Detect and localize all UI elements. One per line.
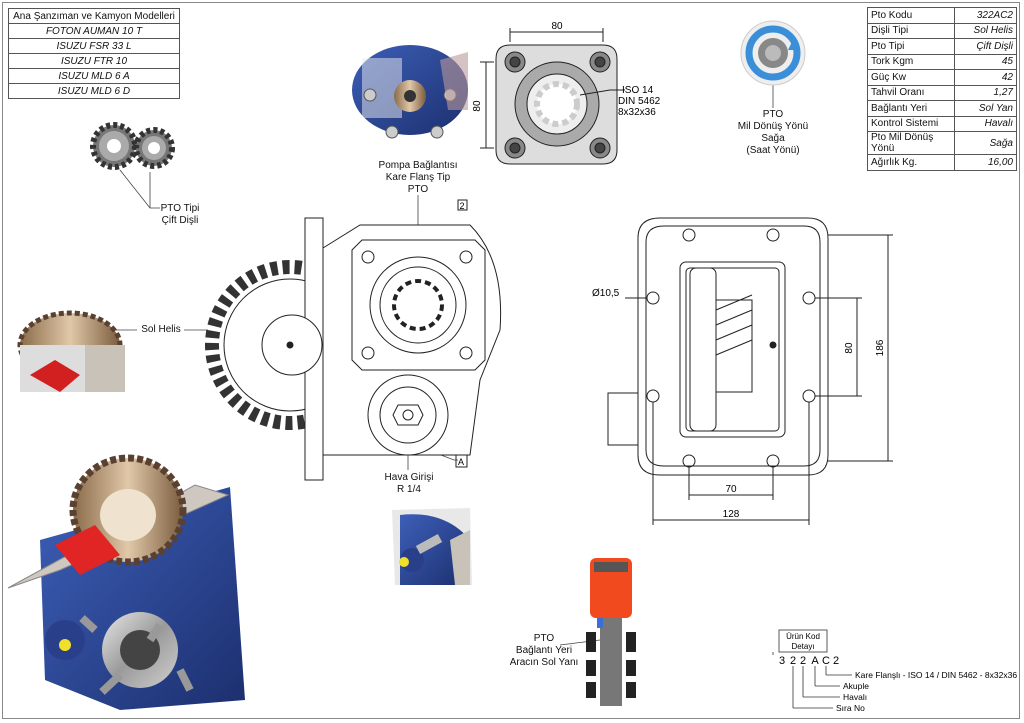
- product-code-title: Ürün Kod: [786, 632, 820, 641]
- product-code-char: 3: [779, 655, 785, 667]
- product-code-char: A: [811, 655, 819, 667]
- model-row: ISUZU MLD 6 D: [8, 83, 180, 99]
- hole-diameter-label: Ø10,5: [592, 288, 620, 299]
- mount-location-label-line: PTO: [533, 633, 555, 644]
- air-inlet-label: Hava Girişi R 1/4: [378, 472, 440, 496]
- rotation-direction-icon: [740, 20, 806, 86]
- pump-connection-label-line: PTO: [407, 184, 429, 195]
- pump-connection-label: Pompa Bağlantısı Kare Flanş Tip PTO: [370, 160, 466, 196]
- rotation-label-line: Sağa: [761, 133, 785, 144]
- rotation-label-line: PTO: [762, 109, 784, 120]
- product-code-legend: Havalı: [843, 692, 867, 702]
- flange-dim-left: 80: [472, 100, 483, 112]
- product-code-char: 2: [790, 655, 796, 667]
- housing-dim-186: 186: [875, 339, 886, 356]
- housing-front-drawing: [607, 217, 893, 525]
- product-code-title: Detayı: [791, 642, 814, 651]
- housing-dim-70: 70: [725, 484, 737, 495]
- rotation-label-line: (Saat Yönü): [746, 145, 800, 156]
- spec-value: 16,00: [954, 154, 1017, 171]
- square-flange-drawing: [480, 28, 625, 165]
- housing-dim-80: 80: [844, 342, 855, 354]
- pump-connection-label-line: Pompa Bağlantısı: [378, 160, 458, 171]
- pto-photo-top: [352, 45, 468, 139]
- product-code-char: 2: [800, 655, 806, 667]
- ref-marker-2: 2: [459, 201, 464, 211]
- rotation-label-line: Mil Dönüş Yönü: [737, 121, 809, 132]
- mount-location-label-line: Bağlantı Yeri: [515, 645, 573, 656]
- spline-note-line: 8x32x36: [618, 107, 656, 118]
- spec-row: Ağırlık Kg.16,00: [867, 154, 1017, 171]
- twin-gears-image: [90, 122, 175, 170]
- pto-type-label: PTO Tipi Çift Dişli: [150, 203, 210, 227]
- flange-dim-top: 80: [551, 21, 563, 32]
- spec-value: Sağa: [954, 131, 1017, 155]
- models-table: Ana Şanzıman ve Kamyon Modelleri FOTON A…: [8, 8, 180, 99]
- left-helical-gear-photo: [17, 310, 125, 392]
- product-code-legend: Akuple: [843, 681, 869, 691]
- spline-note-line: ISO 14: [622, 85, 654, 96]
- truck-top-view-image: [586, 558, 636, 706]
- air-inlet-label-line: R 1/4: [397, 484, 421, 495]
- pto-type-label-line: Çift Dişli: [161, 215, 199, 226]
- spec-label: Pto Mil Dönüş Yönü: [867, 131, 955, 155]
- spline-note-line: DIN 5462: [618, 96, 661, 107]
- sol-helis-label: Sol Helis: [141, 324, 181, 335]
- pto-type-label-line: PTO Tipi: [160, 203, 200, 214]
- product-code-legend: Sıra No: [836, 703, 865, 713]
- air-inlet-photo: [392, 508, 472, 585]
- product-code-char: C: [822, 655, 830, 667]
- product-code-diagram: [772, 629, 852, 709]
- air-inlet-label-line: Hava Girişi: [384, 472, 434, 483]
- pump-connection-label-line: Kare Flanş Tip: [385, 172, 451, 183]
- housing-dim-128: 128: [723, 509, 740, 520]
- product-code-legend: Kare Flanşlı - ISO 14 / DIN 5462 - 8x32x…: [855, 670, 1017, 680]
- product-code-char: 2: [833, 655, 839, 667]
- mount-location-label-line: Aracın Sol Yanı: [509, 657, 579, 668]
- ref-marker-a: A: [458, 457, 464, 467]
- pto-product-photo: [7, 454, 245, 710]
- rotation-label: PTO Mil Dönüş Yönü Sağa (Saat Yönü): [731, 109, 815, 157]
- pto-side-view-drawing: [205, 199, 502, 481]
- mount-location-label: PTO Bağlantı Yeri Aracın Sol Yanı: [500, 633, 588, 669]
